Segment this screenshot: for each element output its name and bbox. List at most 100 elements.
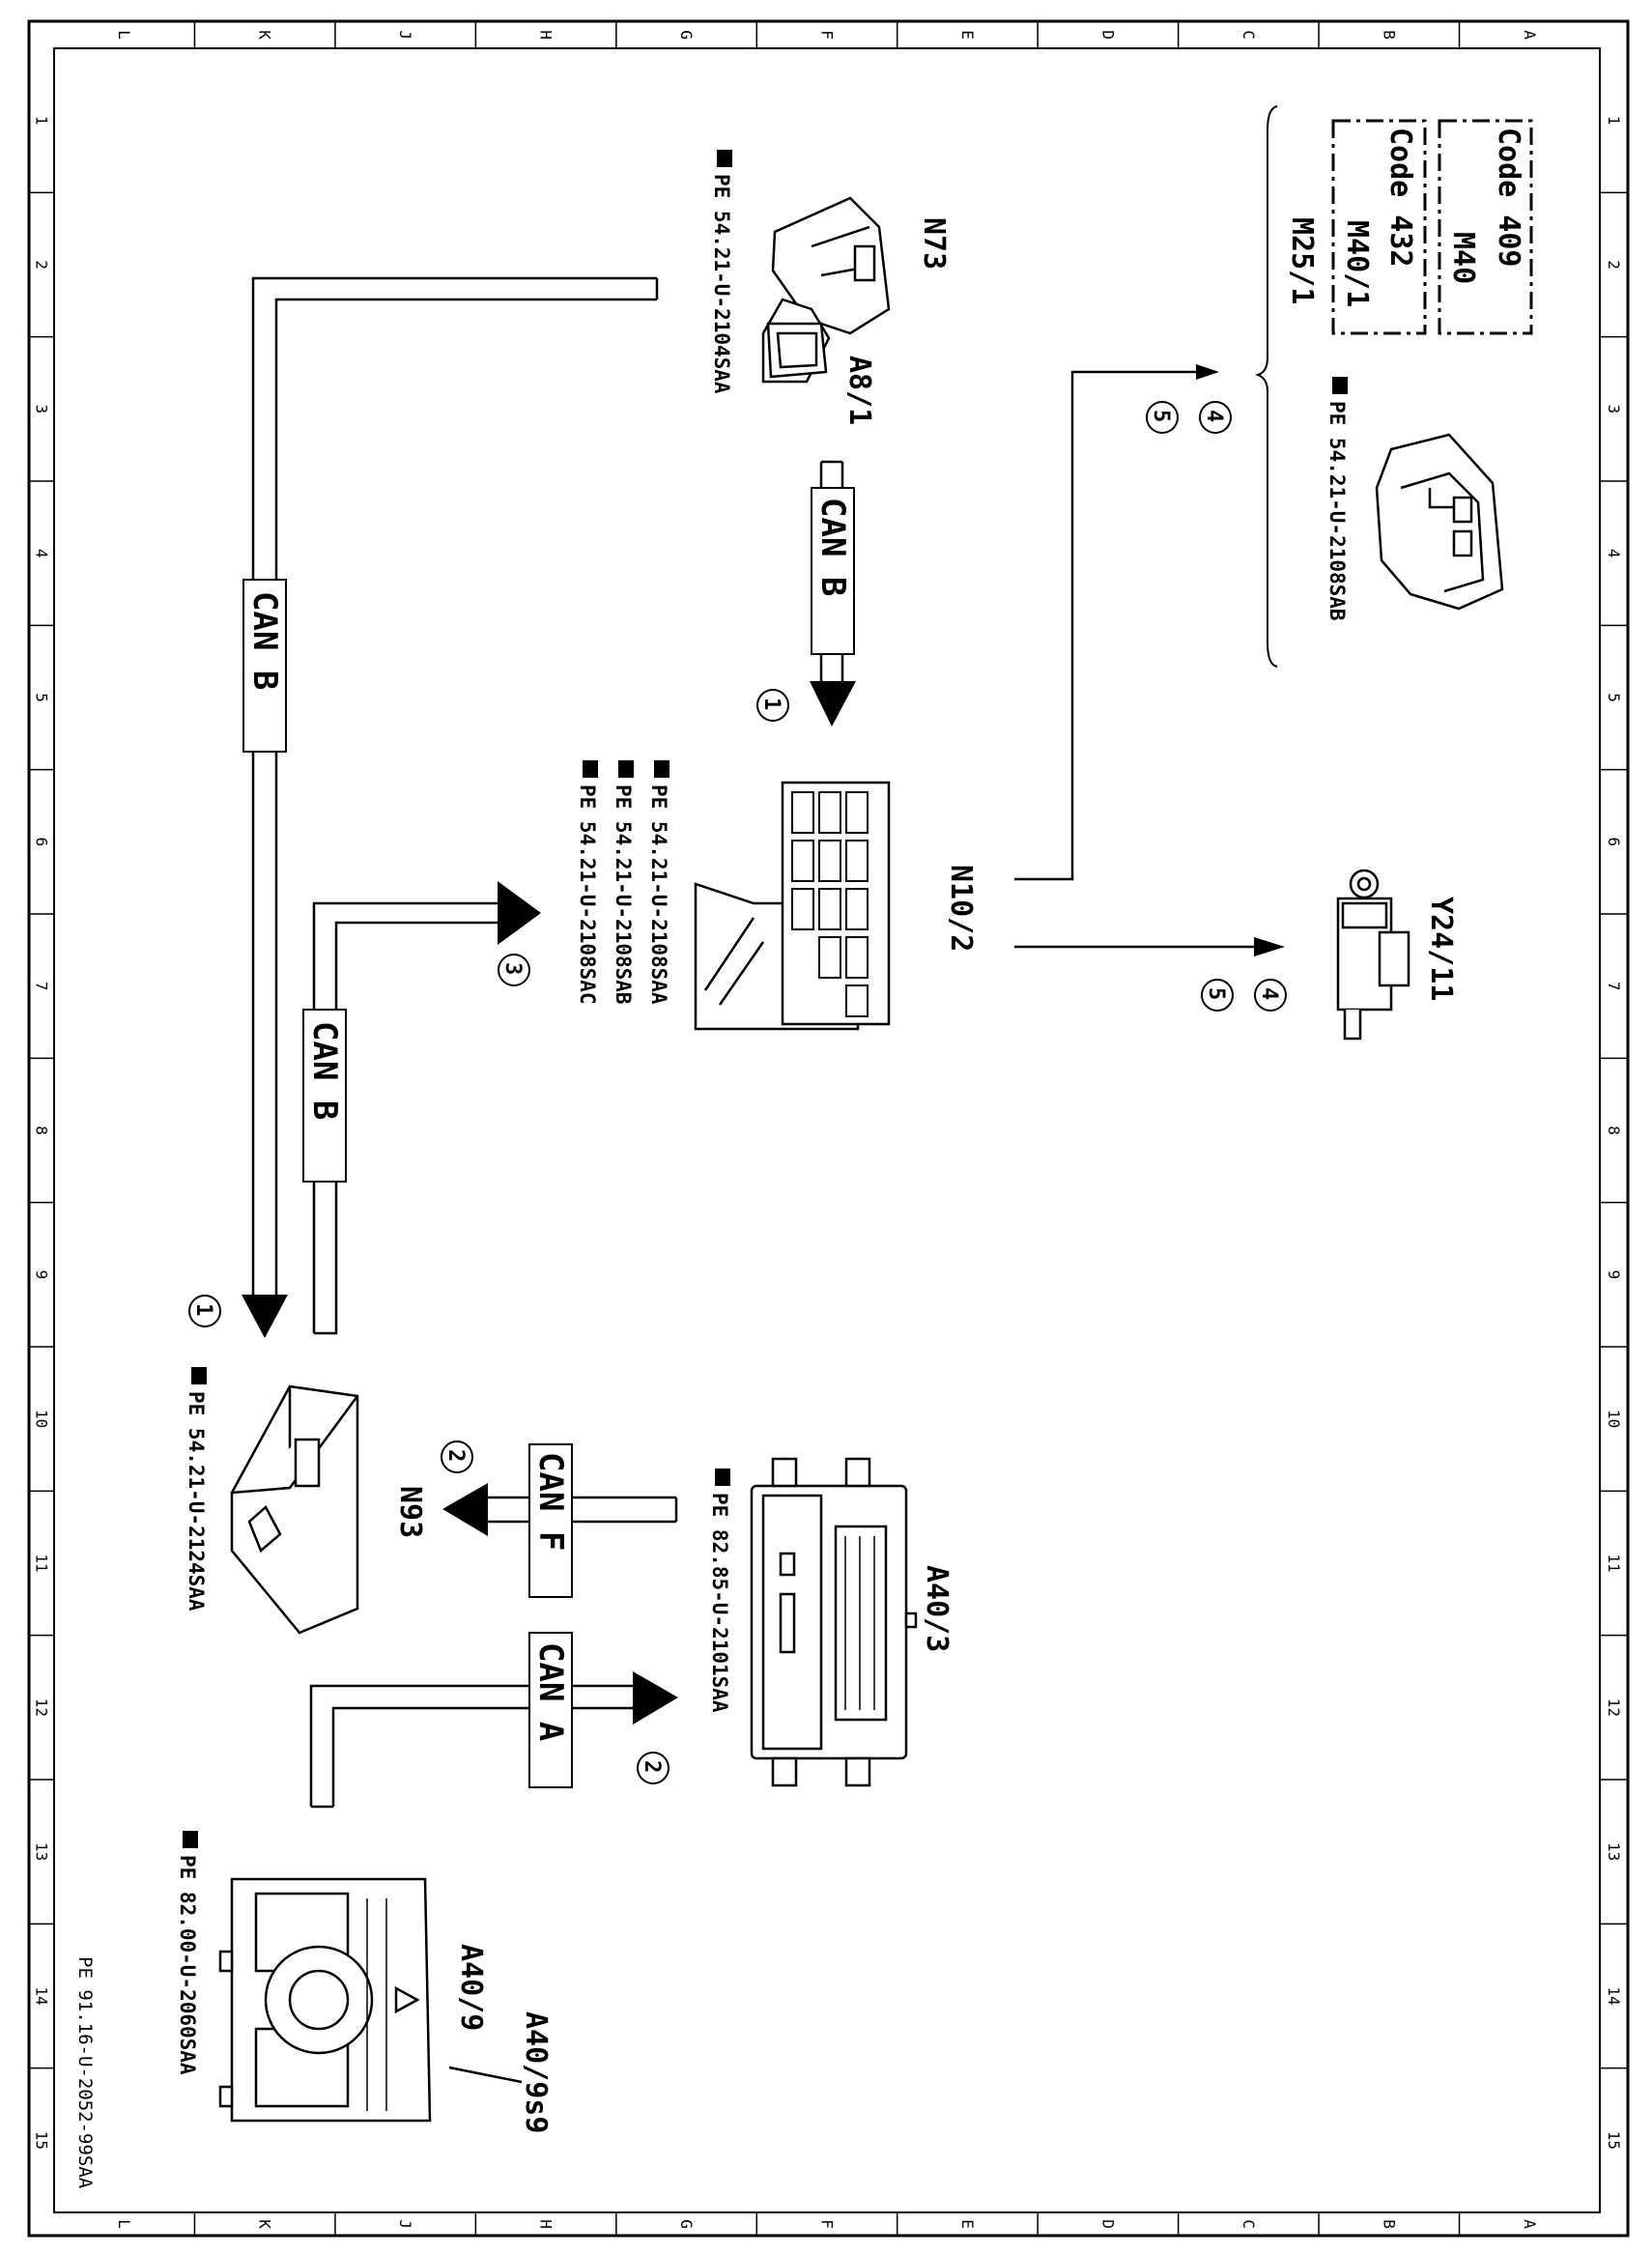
- ref-n10-2-1: PE 54.21-U-2108SAA: [647, 784, 670, 1005]
- col-label-bottom: D: [1098, 2219, 1117, 2229]
- row-label-left: 12: [33, 1698, 51, 1717]
- label-a40-9s9: A40/9s9: [519, 2011, 553, 2133]
- valve-icon: [1336, 869, 1410, 1041]
- row-label-right: 13: [1605, 1842, 1623, 1861]
- hand-icons: [183, 150, 1348, 1848]
- row-label-left: 4: [33, 549, 51, 558]
- drawing-frame: [27, 19, 1630, 2238]
- label-m40: M40: [1446, 232, 1480, 284]
- row-label-right: 5: [1605, 693, 1623, 702]
- column-ticks: [193, 21, 1461, 2236]
- row-label-right: 7: [1605, 982, 1623, 991]
- row-label-right: 3: [1605, 405, 1623, 414]
- hand-icon: [583, 760, 598, 778]
- marker-4-y24: 4: [1257, 987, 1281, 1000]
- label-a8-1: A8/1: [842, 356, 876, 425]
- label-n10-2: N10/2: [944, 865, 978, 952]
- marker-4-m25: 4: [1202, 410, 1226, 422]
- control-panel-icon: [218, 1877, 523, 2123]
- row-label-right: 11: [1605, 1554, 1623, 1572]
- marker-5-y24: 5: [1204, 987, 1228, 1000]
- row-ticks: [29, 191, 1628, 2069]
- arrow-heads: [242, 364, 1285, 1725]
- col-label-bottom: B: [1380, 2219, 1398, 2229]
- row-label-left: 14: [33, 1986, 51, 2005]
- row-label-right: 4: [1605, 549, 1623, 558]
- marker-3: 3: [500, 962, 525, 975]
- row-label-left: 3: [33, 405, 51, 414]
- ignition-lock-icon: [761, 196, 891, 384]
- brace: [1254, 105, 1278, 668]
- gateway-control-unit-icon: [230, 1384, 359, 1635]
- col-label-top: D: [1098, 30, 1117, 40]
- row-label-left: 15: [33, 2131, 51, 2150]
- row-label-right: 1: [1605, 116, 1623, 126]
- code-boxes: [1331, 119, 1533, 335]
- col-label-top: E: [958, 30, 977, 40]
- col-label-bottom: H: [537, 2219, 555, 2229]
- col-label-bottom: A: [1521, 2219, 1539, 2229]
- col-label-top: J: [396, 30, 414, 40]
- label-m40-1: M40/1: [1340, 220, 1374, 307]
- col-label-top: H: [537, 30, 555, 40]
- arrow-to-n10-2: [810, 681, 856, 727]
- can-b-label-main: CAN B: [242, 579, 287, 753]
- row-label-right: 9: [1605, 1270, 1623, 1280]
- row-label-right: 15: [1605, 2131, 1623, 2150]
- col-label-top: F: [818, 30, 837, 40]
- actuator-icon: [1375, 433, 1504, 611]
- col-label-top: G: [677, 30, 696, 40]
- col-label-bottom: G: [677, 2219, 696, 2229]
- ref-a40-9: PE 82.00-U-2060SAA: [176, 1855, 199, 2075]
- marker-2-n93: 2: [443, 1449, 468, 1462]
- svg-text:CAN F: CAN F: [531, 1452, 570, 1551]
- row-label-right: 10: [1605, 1410, 1623, 1428]
- label-code-432: Code 432: [1383, 128, 1417, 268]
- row-label-right: 14: [1605, 1986, 1623, 2005]
- row-label-left: 13: [33, 1842, 51, 1861]
- svg-text:CAN A: CAN A: [531, 1642, 570, 1741]
- svg-text:CAN B: CAN B: [245, 591, 284, 690]
- label-n73: N73: [917, 217, 951, 270]
- hand-icon: [191, 1367, 207, 1384]
- row-label-left: 5: [33, 693, 51, 702]
- component-labels: N73 A8/1 N10/2 Y24/11 M25/1 Code 409 M40…: [393, 128, 1525, 2133]
- row-label-right: 8: [1605, 1126, 1623, 1135]
- col-label-top: A: [1521, 30, 1539, 40]
- col-label-bottom: E: [958, 2219, 977, 2229]
- row-label-right: 6: [1605, 838, 1623, 847]
- hand-icon: [715, 1469, 730, 1486]
- label-a40-9: A40/9: [454, 1944, 488, 2031]
- svg-text:CAN B: CAN B: [305, 1021, 344, 1120]
- col-label-top: C: [1239, 30, 1258, 40]
- signal-lines: [1014, 370, 1256, 949]
- ref-n10-2-3: PE 54.21-U-2108SAC: [576, 784, 599, 1005]
- ref-m25-1: PE 54.21-U-2108SAB: [1325, 401, 1349, 621]
- drawing-number: PE 91.16-U-2052-99SAA: [74, 1956, 96, 2189]
- hand-icon: [1332, 377, 1348, 394]
- row-label-left: 8: [33, 1126, 51, 1135]
- arrow-to-m25-1: [1196, 364, 1219, 380]
- label-m25-1: M25/1: [1285, 217, 1319, 304]
- head-unit-icon: [750, 1457, 918, 1787]
- label-n93: N93: [393, 1486, 427, 1538]
- arrow-to-n93-1: [242, 1295, 288, 1338]
- marker-labels: 1 1 2 3 2 4 5 4 5: [191, 410, 1281, 1773]
- sam-control-unit-icon: [694, 781, 891, 1031]
- can-b-label-a8: CAN B: [811, 487, 855, 655]
- row-label-right: 2: [1605, 260, 1623, 270]
- marker-1-n93: 1: [191, 1303, 215, 1316]
- harness-lines: [251, 276, 844, 1809]
- ref-n73: PE 54.21-U-2104SAA: [710, 174, 733, 394]
- can-f-label: CAN F: [528, 1443, 573, 1598]
- col-label-bottom: J: [396, 2219, 414, 2229]
- arrow-to-n10-2-branch: [498, 881, 541, 945]
- row-label-left: 1: [33, 116, 51, 126]
- hand-icon: [654, 760, 669, 778]
- can-a-label: CAN A: [528, 1632, 573, 1788]
- row-label-left: 9: [33, 1270, 51, 1280]
- col-label-top: K: [256, 30, 274, 40]
